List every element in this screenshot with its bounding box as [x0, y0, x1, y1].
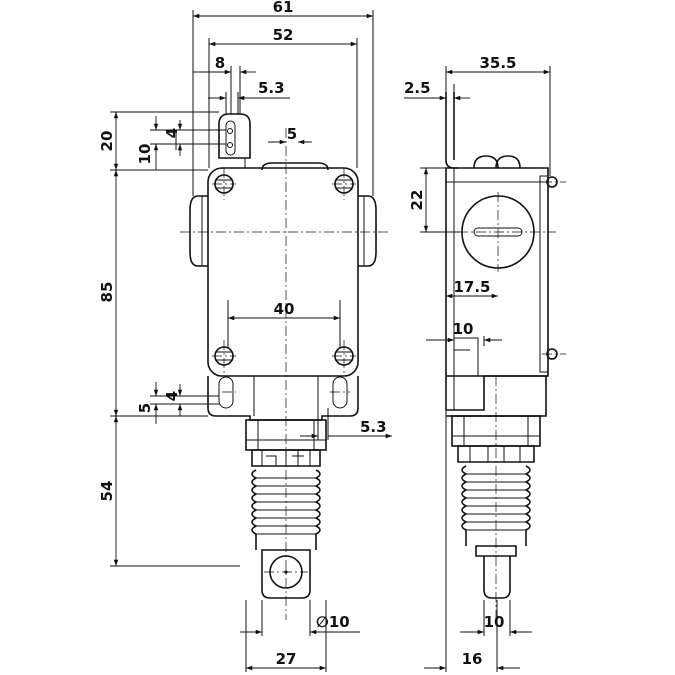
label-bracket-thickness: 2.5 — [404, 79, 431, 97]
label-overall-depth: 35.5 — [479, 54, 516, 72]
front-view — [110, 10, 392, 672]
right-knob — [358, 195, 377, 267]
label-bottom-slot-width: 4 — [163, 391, 181, 401]
label-mount-width: 52 — [273, 26, 294, 44]
mounting-flange — [207, 376, 359, 421]
side-bracket — [445, 92, 458, 169]
label-plunger-offset: 16 — [462, 650, 483, 668]
side-plunger — [475, 545, 517, 599]
label-plunger-width: 27 — [276, 650, 297, 668]
label-mount-hole-spacing: 40 — [274, 300, 295, 318]
plunger-housing — [245, 419, 327, 467]
label-cover-height: 22 — [408, 190, 426, 211]
label-lever-slot-width: 4 — [163, 128, 181, 138]
label-plunger-tip: 10 — [484, 613, 505, 631]
label-plunger-length: 54 — [98, 481, 116, 502]
left-knob — [189, 195, 208, 267]
label-bottom-slot-height: 5 — [136, 403, 154, 413]
label-body-height: 85 — [98, 282, 116, 303]
label-bottom-slot: 5.3 — [360, 418, 387, 436]
label-lever-slot: 5.3 — [258, 79, 285, 97]
side-view — [404, 66, 566, 672]
label-lever-height: 20 — [98, 131, 116, 152]
switch-body — [207, 167, 359, 377]
dimension-labels: 61 52 8 5.3 20 10 4 5 85 40 4 5 5.3 54 ∅… — [98, 0, 517, 668]
label-step-width: 10 — [453, 320, 474, 338]
label-lever-slot-pitch: 10 — [136, 144, 154, 165]
label-overall-width: 61 — [273, 0, 294, 16]
label-lever-width: 8 — [215, 54, 225, 72]
label-cover-offset: 17.5 — [453, 278, 490, 296]
lever-bracket — [218, 113, 251, 168]
label-roller-diameter: ∅10 — [316, 613, 350, 631]
top-cap — [261, 162, 329, 171]
label-top-offset: 5 — [287, 125, 297, 143]
